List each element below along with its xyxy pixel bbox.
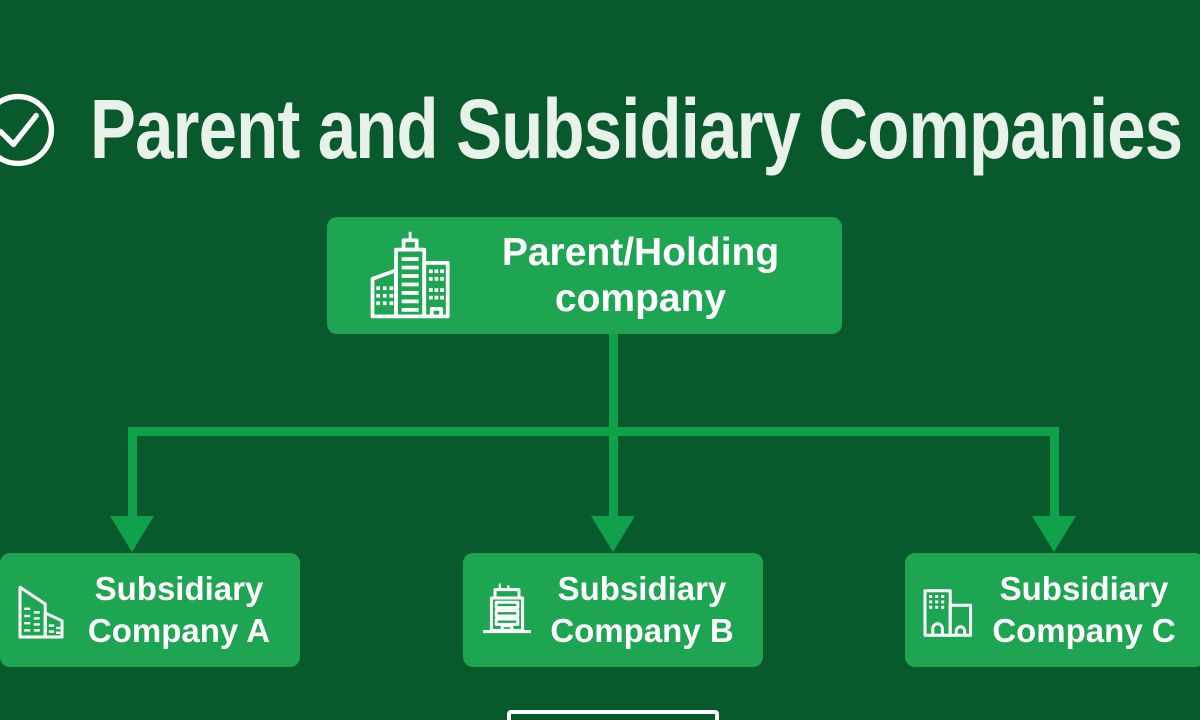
subsidiary-c-line2: Company C (992, 612, 1176, 649)
arrowhead-left-icon (110, 516, 154, 552)
arrowhead-middle-icon (591, 516, 635, 552)
subsidiary-a-node: Subsidiary Company A (0, 553, 300, 667)
parent-node-label: Parent/Holding company (459, 230, 822, 322)
connector-stem (609, 330, 618, 520)
subsidiary-b-node: Subsidiary Company B (463, 553, 763, 667)
subsidiary-b-label: Subsidiary Company B (537, 568, 747, 652)
arrowhead-right-icon (1032, 516, 1076, 552)
connector-drop-left (128, 427, 137, 520)
subsidiary-c-label: Subsidiary Company C (979, 568, 1189, 652)
parent-label-line2: company (554, 276, 727, 320)
subsidiary-a-line1: Subsidiary (94, 570, 264, 607)
slanted-buildings-icon (14, 577, 74, 643)
subsidiary-a-label: Subsidiary Company A (74, 568, 284, 652)
connector-drop-right (1050, 427, 1059, 520)
subsidiary-b-line1: Subsidiary (557, 570, 727, 607)
check-circle-icon (0, 92, 56, 168)
parent-company-node: Parent/Holding company (327, 217, 842, 334)
subsidiary-a-line2: Company A (87, 612, 271, 649)
page-title: Parent and Subsidiary Companies (90, 82, 1183, 176)
subsidiary-c-node: Subsidiary Company C (905, 553, 1200, 667)
city-buildings-icon (365, 229, 459, 323)
two-buildings-icon (919, 577, 979, 643)
bottom-outlined-box (507, 710, 719, 720)
subsidiary-c-line1: Subsidiary (999, 570, 1169, 607)
subsidiary-b-line2: Company B (550, 612, 734, 649)
office-tower-icon (477, 577, 537, 643)
connector-rail (128, 427, 1058, 436)
parent-label-line1: Parent/Holding (501, 230, 780, 274)
